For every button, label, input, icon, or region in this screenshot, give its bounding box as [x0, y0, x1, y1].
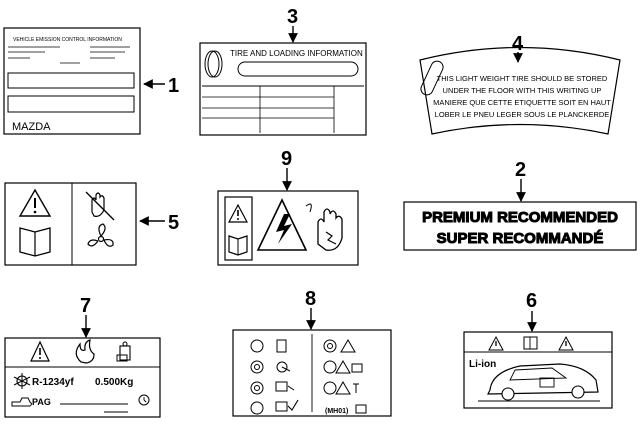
fan-icon	[87, 223, 114, 247]
spare-line-4: LOBER LE PNEU LEGER SOUS LE PLANCKERDE	[435, 110, 610, 119]
car-icon	[487, 363, 599, 401]
callout-7: 7	[80, 295, 91, 317]
ac-refrigerant-label: R-1234yf 0.500Kg PAG	[4, 337, 161, 418]
spare-line-2: UNDER THE FLOOR WITH THIS WRITING UP	[443, 86, 602, 95]
warning-triangle-icon	[558, 335, 574, 351]
callout-1: 1	[168, 75, 179, 97]
callout-5: 5	[168, 212, 179, 234]
callout-8: 8	[305, 288, 316, 310]
spare-line-1: THIS LIGHT WEIGHT TIRE SHOULD BE STORED	[437, 74, 608, 83]
tire-title: TIRE AND LOADING INFORMATION	[230, 49, 363, 58]
spare-line-3: MANIERE QUE CETTE ETIQUETTE SOIT EN HAUT	[433, 98, 611, 107]
warning-triangle-icon	[18, 188, 52, 217]
ac-amount: 0.500Kg	[95, 377, 133, 388]
high-voltage-label	[217, 190, 359, 266]
ac-oil: PAG	[32, 397, 51, 407]
callout-4: 4	[512, 33, 524, 55]
refrigerant-icon	[13, 373, 31, 389]
fuel-line-1: PREMIUM RECOMMENDED	[422, 209, 618, 226]
fuel-line-2: SUPER RECOMMANDÉ	[437, 230, 604, 247]
li-ion-battery-label: Li-ion	[463, 331, 613, 409]
ac-refrigerant: R-1234yf	[32, 377, 74, 388]
service-manual-icon	[116, 341, 131, 362]
radiator-cap-label: (MH01)	[232, 329, 392, 417]
callout-3: 3	[287, 6, 298, 28]
callout-2: 2	[515, 159, 526, 181]
warning-triangle-icon	[488, 335, 504, 351]
spare-tire-label: THIS LIGHT WEIGHT TIRE SHOULD BE STORED …	[419, 46, 621, 135]
hand-warning-icon	[85, 191, 115, 221]
hand-warning-icon	[305, 203, 343, 251]
clock-icon	[138, 394, 150, 406]
emission-header: VEHICLE EMISSION CONTROL INFORMATION	[13, 37, 122, 43]
premium-fuel-label: PREMIUM RECOMMENDED SUPER RECOMMANDÉ	[403, 201, 637, 251]
warning-triangle-icon	[228, 203, 248, 223]
flame-icon	[75, 339, 95, 364]
tire-loading-label: TIRE AND LOADING INFORMATION	[199, 42, 367, 136]
radiator-code: (MH01)	[325, 408, 348, 415]
callout-9: 9	[281, 148, 292, 170]
high-voltage-icon	[256, 198, 308, 251]
emission-label: VEHICLE EMISSION CONTROL INFORMATION MAZ…	[3, 27, 141, 135]
manual-book-icon	[523, 336, 538, 350]
oil-can-icon	[11, 397, 32, 407]
fan-warning-label	[4, 182, 137, 266]
emission-brand: MAZDA	[12, 121, 51, 133]
callout-6: 6	[526, 290, 537, 312]
battery-text: Li-ion	[469, 359, 496, 370]
manual-book-icon	[19, 227, 51, 257]
manual-book-icon	[228, 235, 248, 256]
warning-triangle-icon	[30, 340, 50, 362]
